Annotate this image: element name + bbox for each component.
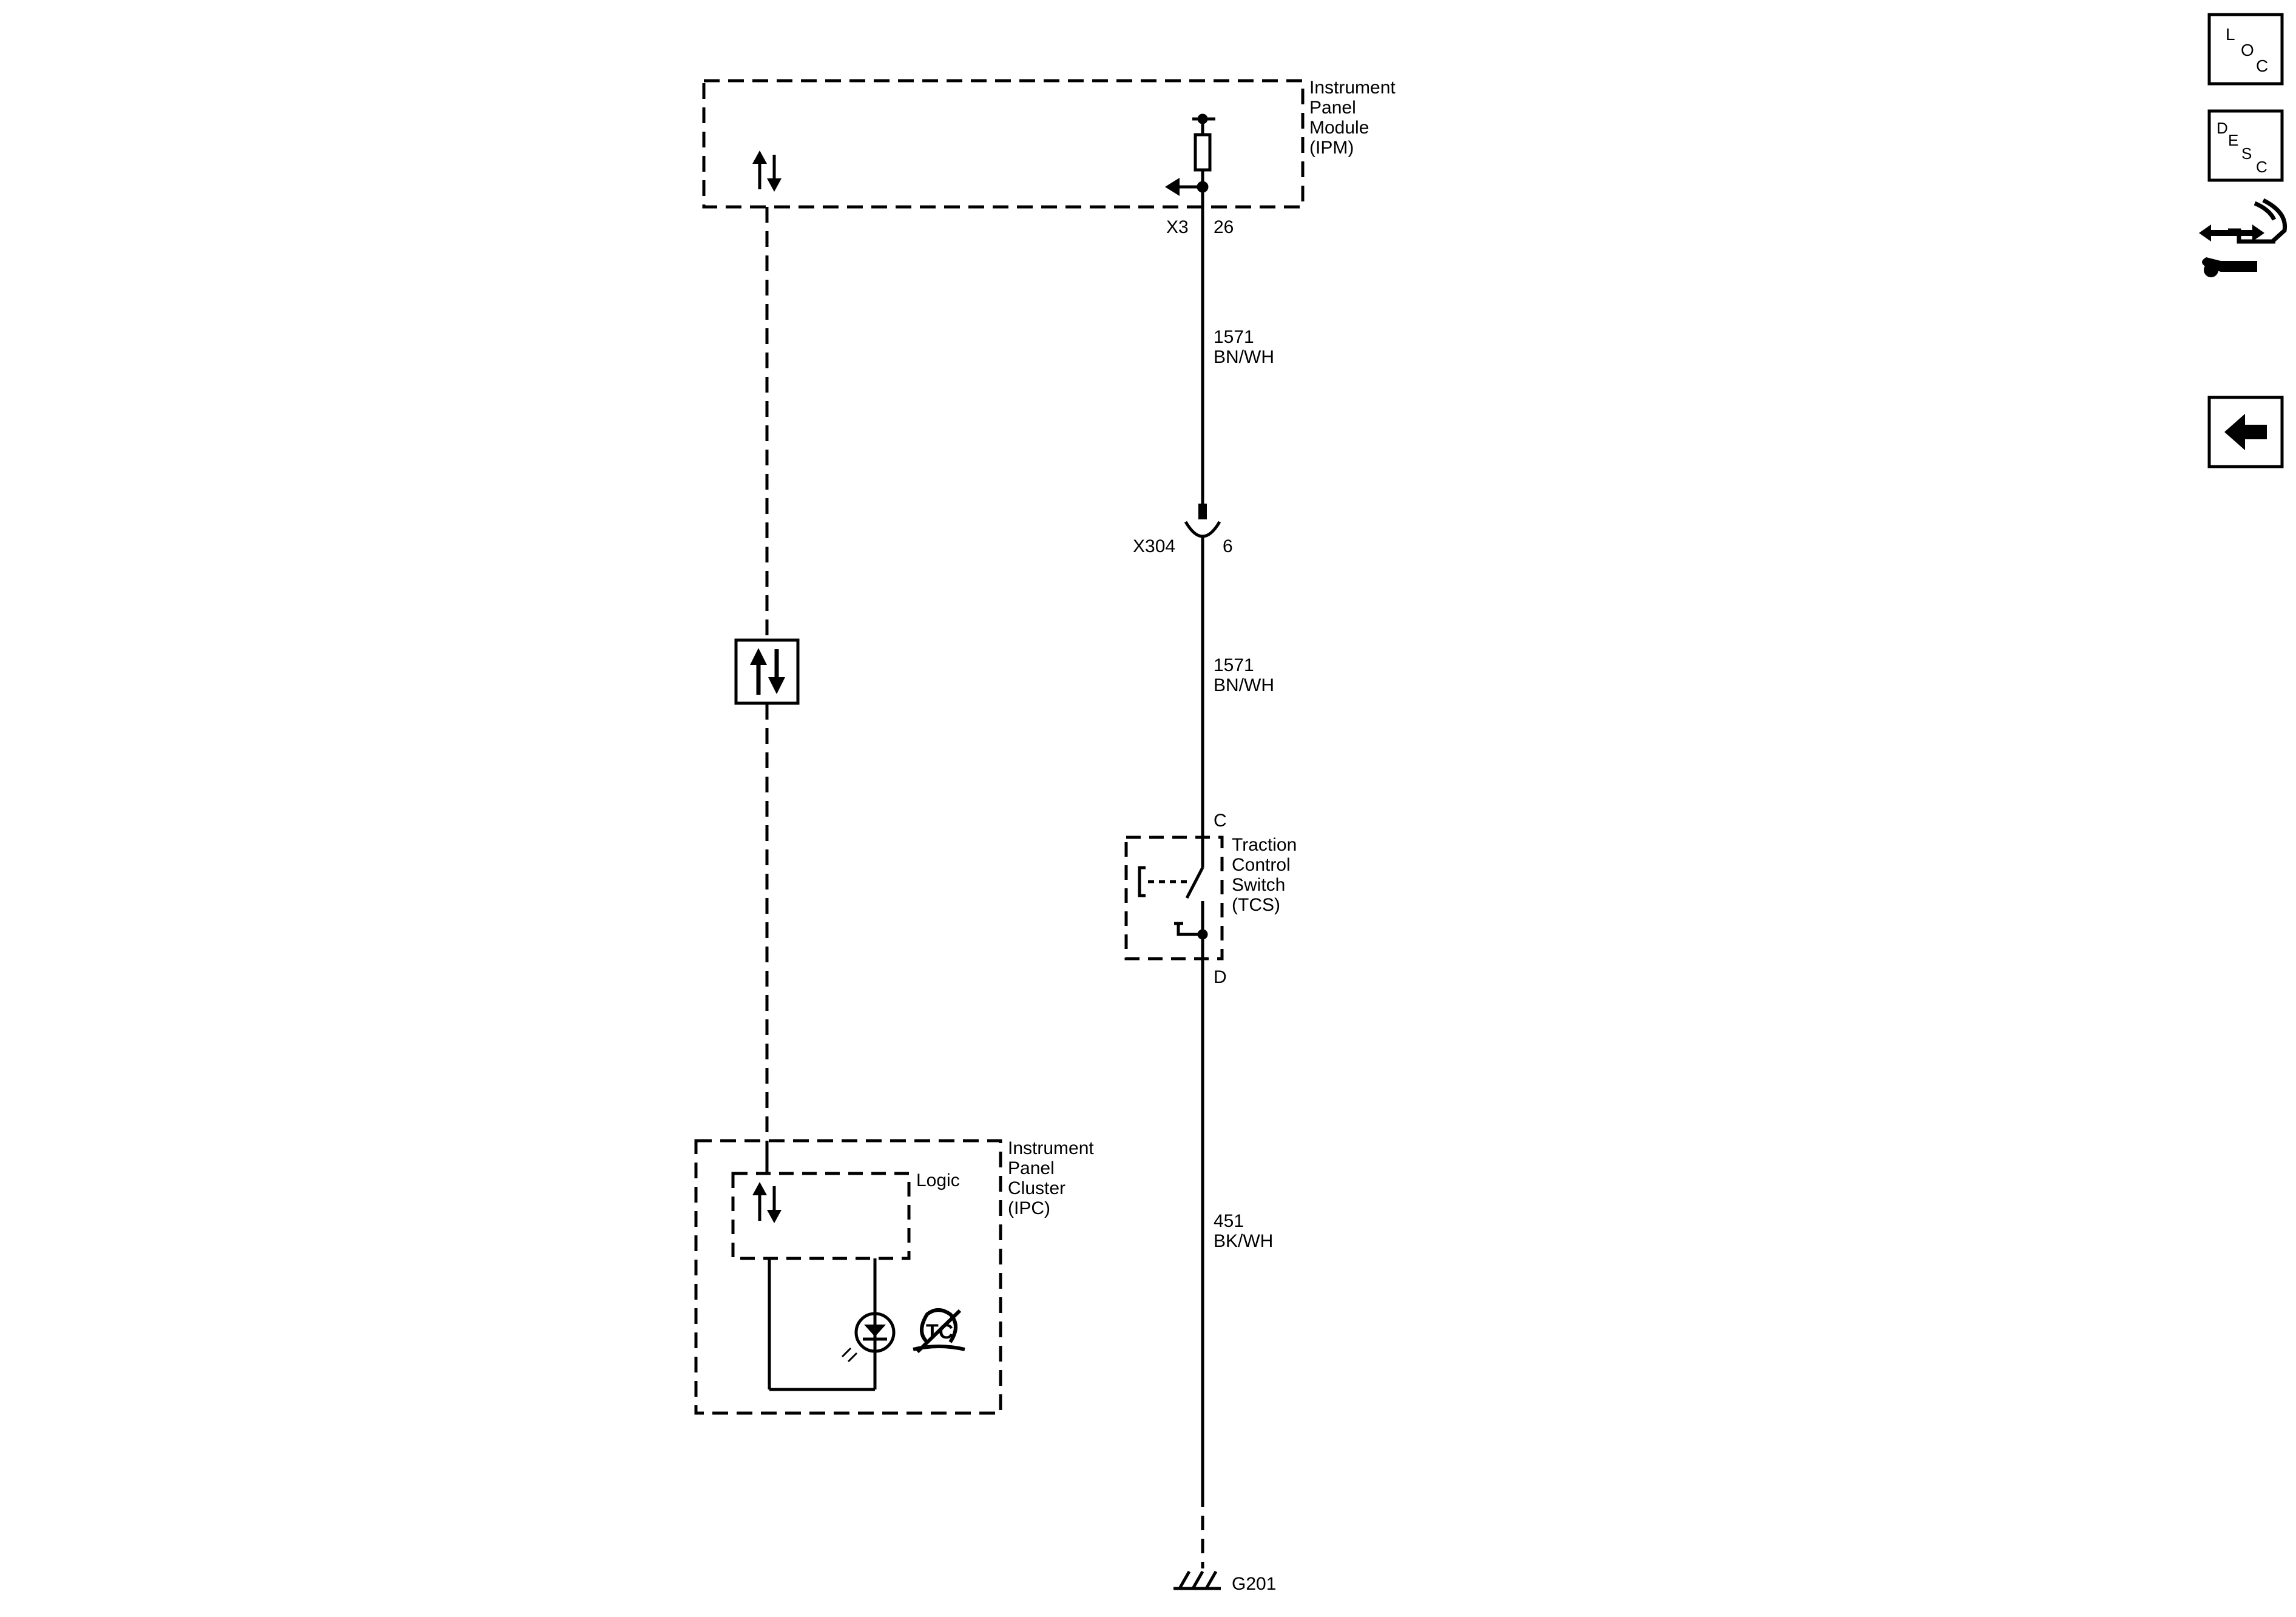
tcs-switch: C D Traction Control Switch (TCS) [1124,811,1297,987]
loc-letter-o: O [2241,41,2254,59]
desc-letter-c: C [2256,158,2267,176]
ipc-label-2: Panel [1008,1158,1055,1178]
ipc-label-4: (IPC) [1008,1198,1050,1218]
desc-letter-s: S [2241,144,2252,163]
ipm-label-2: Panel [1309,98,1356,118]
tcs-label-3: Switch [1232,875,1285,895]
middle-wire-color: BN/WH [1214,675,1274,695]
ipc-label-3: Cluster [1008,1178,1065,1198]
ipc-indicator-circuit [768,1258,877,1391]
ipc-logic-label: Logic [916,1170,960,1190]
desc-button[interactable]: D E S C [2207,109,2284,182]
ipc-label-1: Instrument [1008,1138,1094,1158]
loc-letter-c: C [2256,56,2268,75]
lower-wire-color: BK/WH [1214,1231,1273,1251]
ipc-module: Logic TC Instrument Panel Cluster (IPC) [694,1138,1094,1415]
ipm-pin-label: 26 [1214,217,1234,237]
inline-connector-label: X304 [1133,536,1175,556]
ipm-box [702,79,1305,209]
tcs-terminal-d: D [1214,967,1227,987]
upper-wire-circuit: 1571 [1214,327,1254,347]
desc-letter-d: D [2217,119,2228,137]
tcs-switch-icon [1138,837,1208,959]
ipm-serial-data-icon [752,150,782,192]
ground-label: G201 [1232,1574,1276,1594]
ipm-label-1: Instrument [1309,78,1396,98]
ipm-connector-label: X3 [1166,217,1189,237]
ground-icon [1173,1570,1221,1590]
traction-control-off-icon: TC [913,1308,965,1354]
inline-pin-label: 6 [1223,536,1233,556]
serial-data-box-icon [734,638,800,705]
desc-letter-e: E [2228,131,2238,149]
loc-letter-l: L [2226,25,2235,44]
ipm-module: Instrument Panel Module (IPM) [702,78,1396,209]
connector-repair-icon[interactable] [2199,198,2288,277]
ipc-box [694,1139,1002,1415]
ipm-label-3: Module [1309,118,1369,138]
ipm-label-4: (IPM) [1309,138,1354,158]
inline-connector-icon [1184,504,1221,538]
loc-button[interactable]: L O C [2207,13,2284,86]
ipm-resistor-icon [1165,113,1215,196]
tcs-label-4: (TCS) [1232,895,1280,915]
led-icon [841,1312,896,1363]
upper-wire-color: BN/WH [1214,347,1274,367]
svg-text:TC: TC [926,1320,953,1343]
tcs-box [1124,836,1224,960]
ipc-serial-data-icon [752,1182,782,1223]
ipc-logic-box [731,1172,911,1260]
lower-wire-circuit: 451 [1214,1211,1244,1231]
tcs-label-2: Control [1232,855,1291,875]
middle-wire-circuit: 1571 [1214,655,1254,675]
tcs-label-1: Traction [1232,835,1297,855]
back-arrow-button[interactable] [2207,396,2284,468]
tcs-terminal-c: C [1214,811,1227,831]
